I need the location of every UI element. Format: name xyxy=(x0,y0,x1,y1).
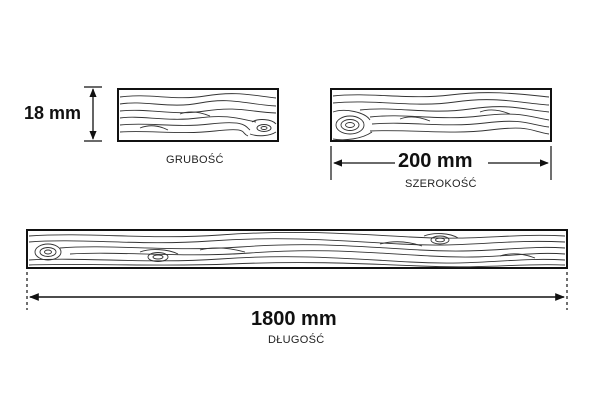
length-caption: DŁUGOŚĆ xyxy=(268,334,325,346)
width-board xyxy=(330,88,552,142)
thickness-board xyxy=(117,88,279,142)
width-value: 200 mm xyxy=(398,150,473,172)
thickness-value: 18 mm xyxy=(24,103,82,123)
length-dimension xyxy=(26,272,568,310)
length-value: 1800 mm xyxy=(251,308,337,330)
thickness-caption: GRUBOŚĆ xyxy=(166,154,224,166)
width-dimension xyxy=(330,146,552,180)
width-caption: SZEROKOŚĆ xyxy=(405,178,477,190)
length-board xyxy=(26,229,568,269)
thickness-dimension xyxy=(84,86,102,142)
